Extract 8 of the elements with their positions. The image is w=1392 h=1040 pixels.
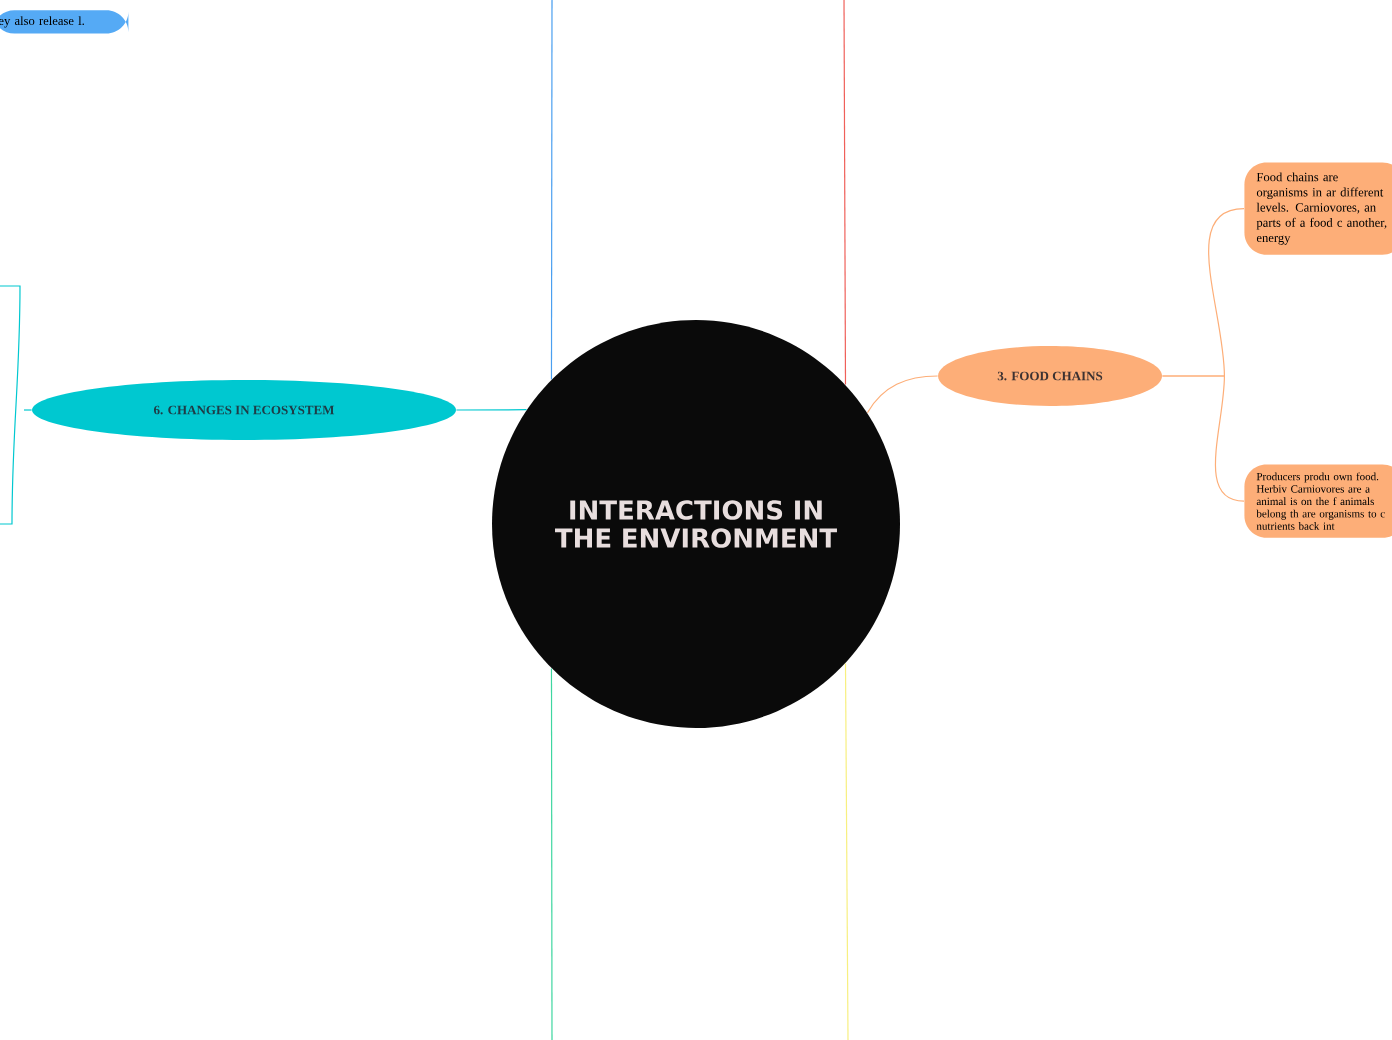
connector-line [455,409,528,411]
connector-line [843,0,847,386]
connector-line [1161,375,1245,502]
connector-line [844,662,849,1040]
connector-line [550,667,553,1040]
connector-line [866,375,939,414]
connector-line [23,409,33,411]
connector-line [550,0,553,381]
